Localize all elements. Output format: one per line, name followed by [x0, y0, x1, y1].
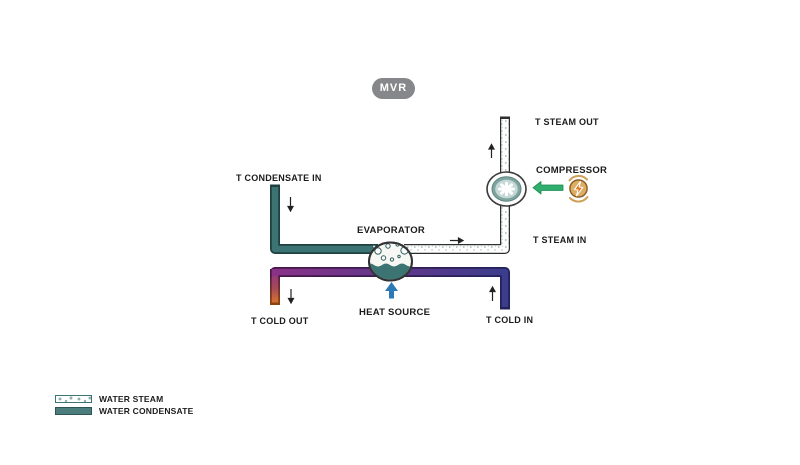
label-t-condensate-in: T CONDENSATE IN — [236, 173, 322, 183]
condensate-down-arrow — [286, 197, 295, 213]
steam-up-arrow — [487, 143, 496, 158]
label-t-steam-in: T STEAM IN — [533, 235, 587, 245]
water-steam-swatch — [55, 395, 92, 404]
flow-arrows — [286, 143, 497, 305]
steam-pipe — [404, 116, 510, 254]
cold-in-up-arrow — [488, 285, 497, 301]
legend-row-water-condensate: WATER CONDENSATE — [55, 405, 194, 416]
water-condensate-swatch — [55, 406, 92, 415]
label-t-steam-out: T STEAM OUT — [535, 117, 599, 127]
legend-row-water-steam: WATER STEAM — [55, 395, 194, 404]
lightning-energy-icon — [568, 174, 589, 203]
label-t-cold-out: T COLD OUT — [251, 316, 309, 326]
heat-source-arrow — [385, 282, 398, 299]
condensate-pipe — [270, 184, 380, 254]
steam-right-arrow — [450, 236, 465, 245]
legend-label-water-steam: WATER STEAM — [99, 394, 164, 404]
legend-label-water-condensate: WATER CONDENSATE — [99, 405, 194, 416]
power-arrow — [532, 181, 564, 195]
label-heat-source: HEAT SOURCE — [359, 307, 431, 318]
label-t-cold-in: T COLD IN — [486, 315, 534, 325]
cold-out-down-arrow — [287, 289, 295, 305]
label-evaporator: EVAPORATOR — [357, 225, 425, 236]
compressor-fan-icon — [486, 171, 527, 207]
legend: WATER STEAM WATER CONDENSATE — [55, 395, 194, 415]
mvr-badge-label: MVR — [379, 82, 408, 94]
mvr-badge: MVR — [372, 78, 415, 99]
label-compressor: COMPRESSOR — [536, 165, 608, 176]
